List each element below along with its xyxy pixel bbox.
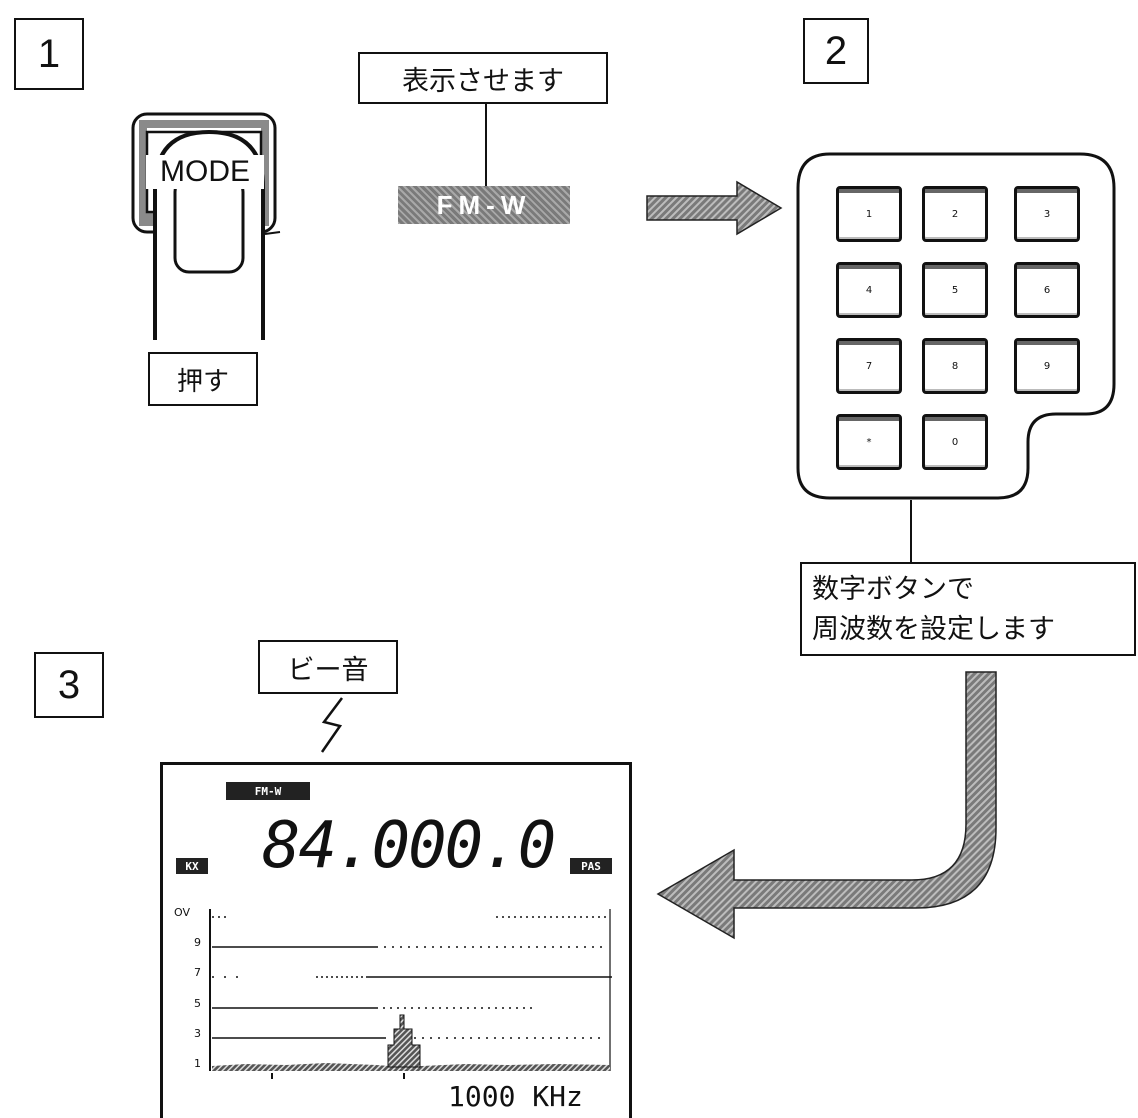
display-label: 表示させます bbox=[402, 65, 564, 97]
level-label-7: 7 bbox=[194, 966, 201, 979]
level-label-1: 1 bbox=[194, 1057, 201, 1070]
key-4[interactable]: 4 bbox=[836, 262, 902, 318]
step-3-number: 3 bbox=[57, 663, 81, 707]
mode-button-press-illustration bbox=[131, 112, 281, 340]
key-7[interactable]: 7 bbox=[836, 338, 902, 394]
step-2-box: 2 bbox=[803, 18, 869, 84]
step-2-number: 2 bbox=[824, 29, 848, 73]
mode-button-label: MODE bbox=[146, 155, 264, 189]
instruction-line-2: 周波数を設定します bbox=[812, 614, 1055, 645]
level-label-5: 5 bbox=[194, 997, 201, 1010]
display-callout: 表示させます bbox=[358, 52, 608, 104]
beep-label: ビー音 bbox=[287, 654, 369, 686]
key-9[interactable]: 9 bbox=[1014, 338, 1080, 394]
key-1[interactable]: 1 bbox=[836, 186, 902, 242]
lcd-frequency-readout: 84.000.0 bbox=[262, 809, 556, 883]
beep-spark-icon bbox=[320, 697, 343, 753]
press-callout: 押す bbox=[148, 352, 258, 406]
fm-w-mode-tag-text: FM-W bbox=[436, 189, 532, 220]
key-star[interactable]: * bbox=[836, 414, 902, 470]
display-leader-line bbox=[485, 104, 487, 186]
step-1-box: 1 bbox=[14, 18, 84, 90]
key-8[interactable]: 8 bbox=[922, 338, 988, 394]
lcd-left-tag: KX bbox=[176, 858, 208, 874]
key-6[interactable]: 6 bbox=[1014, 262, 1080, 318]
instruction-line-1: 数字ボタンで bbox=[812, 574, 974, 605]
lcd-span-readout: 1000 KHz bbox=[448, 1080, 583, 1113]
arrow-right-icon bbox=[646, 180, 783, 236]
key-0[interactable]: 0 bbox=[922, 414, 988, 470]
keypad-leader-line bbox=[910, 500, 912, 562]
arrow-curved-left-icon bbox=[656, 671, 997, 940]
key-3[interactable]: 3 bbox=[1014, 186, 1080, 242]
key-2[interactable]: 2 bbox=[922, 186, 988, 242]
level-label-ov: OV bbox=[174, 906, 190, 919]
numeric-keypad: 1 2 3 4 5 6 7 8 9 * 0 bbox=[796, 152, 1116, 502]
lcd-right-tag: PAS bbox=[570, 858, 612, 874]
keypad-instruction-callout: 数字ボタンで 周波数を設定します bbox=[800, 562, 1136, 656]
step-1-number: 1 bbox=[37, 32, 61, 76]
key-5[interactable]: 5 bbox=[922, 262, 988, 318]
lcd-mode-tag: FM-W bbox=[226, 782, 310, 800]
beep-callout: ビー音 bbox=[258, 640, 398, 694]
level-label-3: 3 bbox=[194, 1027, 201, 1040]
fm-w-mode-tag: FM-W bbox=[398, 186, 570, 224]
level-label-9: 9 bbox=[194, 936, 201, 949]
step-3-box: 3 bbox=[34, 652, 104, 718]
spectrum-graph bbox=[209, 909, 612, 1079]
press-label: 押す bbox=[176, 366, 229, 397]
